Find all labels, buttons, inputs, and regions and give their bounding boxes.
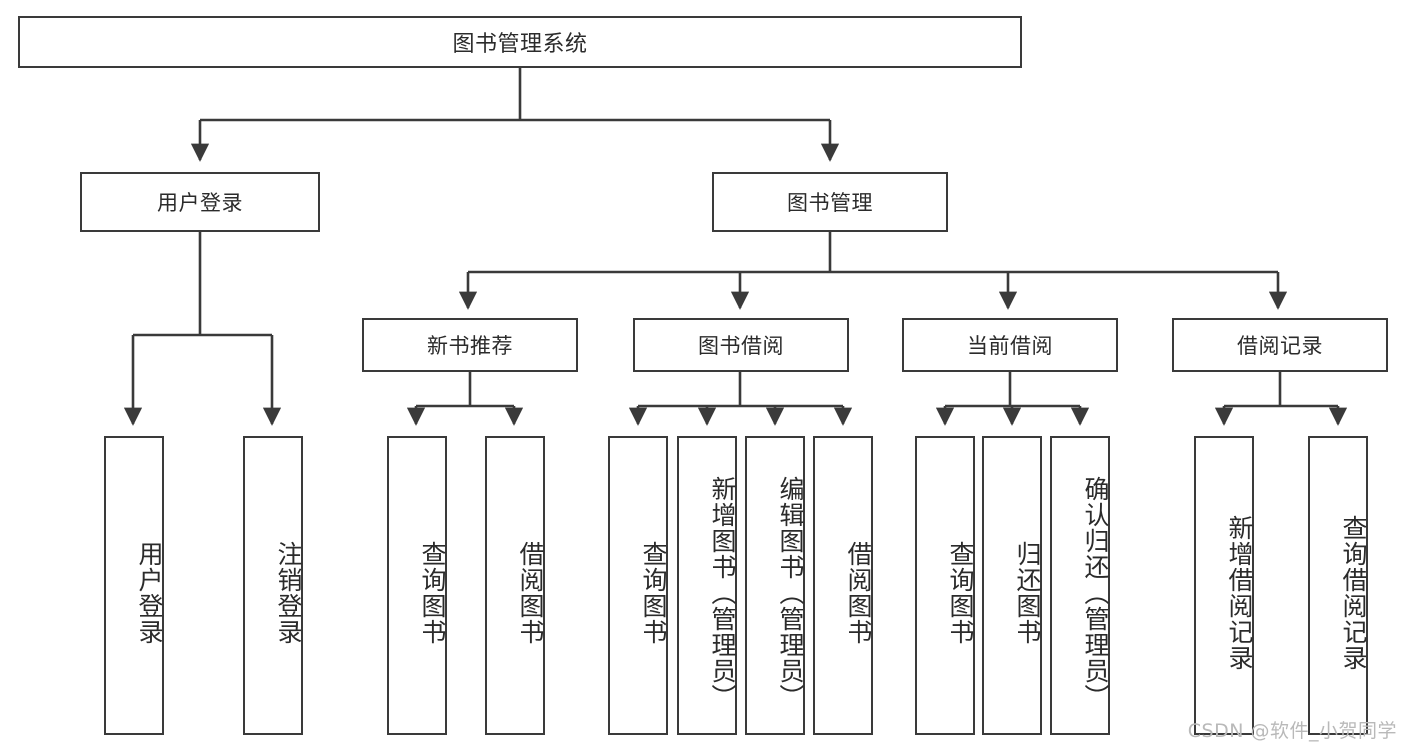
node-book-borrow[interactable]: 图书借阅 — [633, 318, 849, 372]
node-label: 当前借阅 — [967, 334, 1053, 358]
node-label: 新增图书（管理员） — [708, 475, 737, 710]
node-borrow-record[interactable]: 借阅记录 — [1172, 318, 1388, 372]
node-label: 确认归还（管理员） — [1081, 475, 1110, 710]
node-leaf-add-book[interactable]: 新增图书（管理员） — [677, 436, 737, 735]
node-label: 查询借阅记录 — [1339, 514, 1368, 671]
node-leaf-add-record[interactable]: 新增借阅记录 — [1194, 436, 1254, 735]
node-user-login[interactable]: 用户登录 — [80, 172, 320, 232]
node-label: 图书管理 — [787, 191, 873, 215]
node-label: 借阅图书 — [516, 540, 545, 645]
node-root-system[interactable]: 图书管理系统 — [18, 16, 1022, 68]
node-leaf-user-login[interactable]: 用户登录 — [104, 436, 164, 735]
node-label: 借阅记录 — [1237, 334, 1323, 358]
node-leaf-return-book[interactable]: 归还图书 — [982, 436, 1042, 735]
node-leaf-user-logout[interactable]: 注销登录 — [243, 436, 303, 735]
node-leaf-borrow-book-1[interactable]: 借阅图书 — [485, 436, 545, 735]
node-book-management[interactable]: 图书管理 — [712, 172, 948, 232]
node-leaf-query-record[interactable]: 查询借阅记录 — [1308, 436, 1368, 735]
node-label: 用户登录 — [135, 540, 164, 645]
node-label: 注销登录 — [274, 540, 303, 645]
node-current-borrow[interactable]: 当前借阅 — [902, 318, 1118, 372]
node-label: 查询图书 — [946, 540, 975, 645]
node-label: 归还图书 — [1013, 540, 1042, 645]
node-label: 查询图书 — [639, 540, 668, 645]
node-label: 用户登录 — [157, 191, 243, 215]
node-leaf-query-book-1[interactable]: 查询图书 — [387, 436, 447, 735]
node-label: 新增借阅记录 — [1225, 514, 1254, 671]
node-label: 图书借阅 — [698, 334, 784, 358]
node-label: 新书推荐 — [427, 334, 513, 358]
watermark-text: CSDN @软件_小贺同学 — [1187, 720, 1397, 742]
node-label: 查询图书 — [418, 540, 447, 645]
node-label: 编辑图书（管理员） — [776, 475, 805, 710]
node-leaf-query-book-3[interactable]: 查询图书 — [915, 436, 975, 735]
node-leaf-borrow-book-2[interactable]: 借阅图书 — [813, 436, 873, 735]
node-new-book-recommend[interactable]: 新书推荐 — [362, 318, 578, 372]
node-leaf-edit-book[interactable]: 编辑图书（管理员） — [745, 436, 805, 735]
node-leaf-query-book-2[interactable]: 查询图书 — [608, 436, 668, 735]
node-label: 图书管理系统 — [452, 32, 588, 57]
node-leaf-confirm-return[interactable]: 确认归还（管理员） — [1050, 436, 1110, 735]
node-label: 借阅图书 — [844, 540, 873, 645]
